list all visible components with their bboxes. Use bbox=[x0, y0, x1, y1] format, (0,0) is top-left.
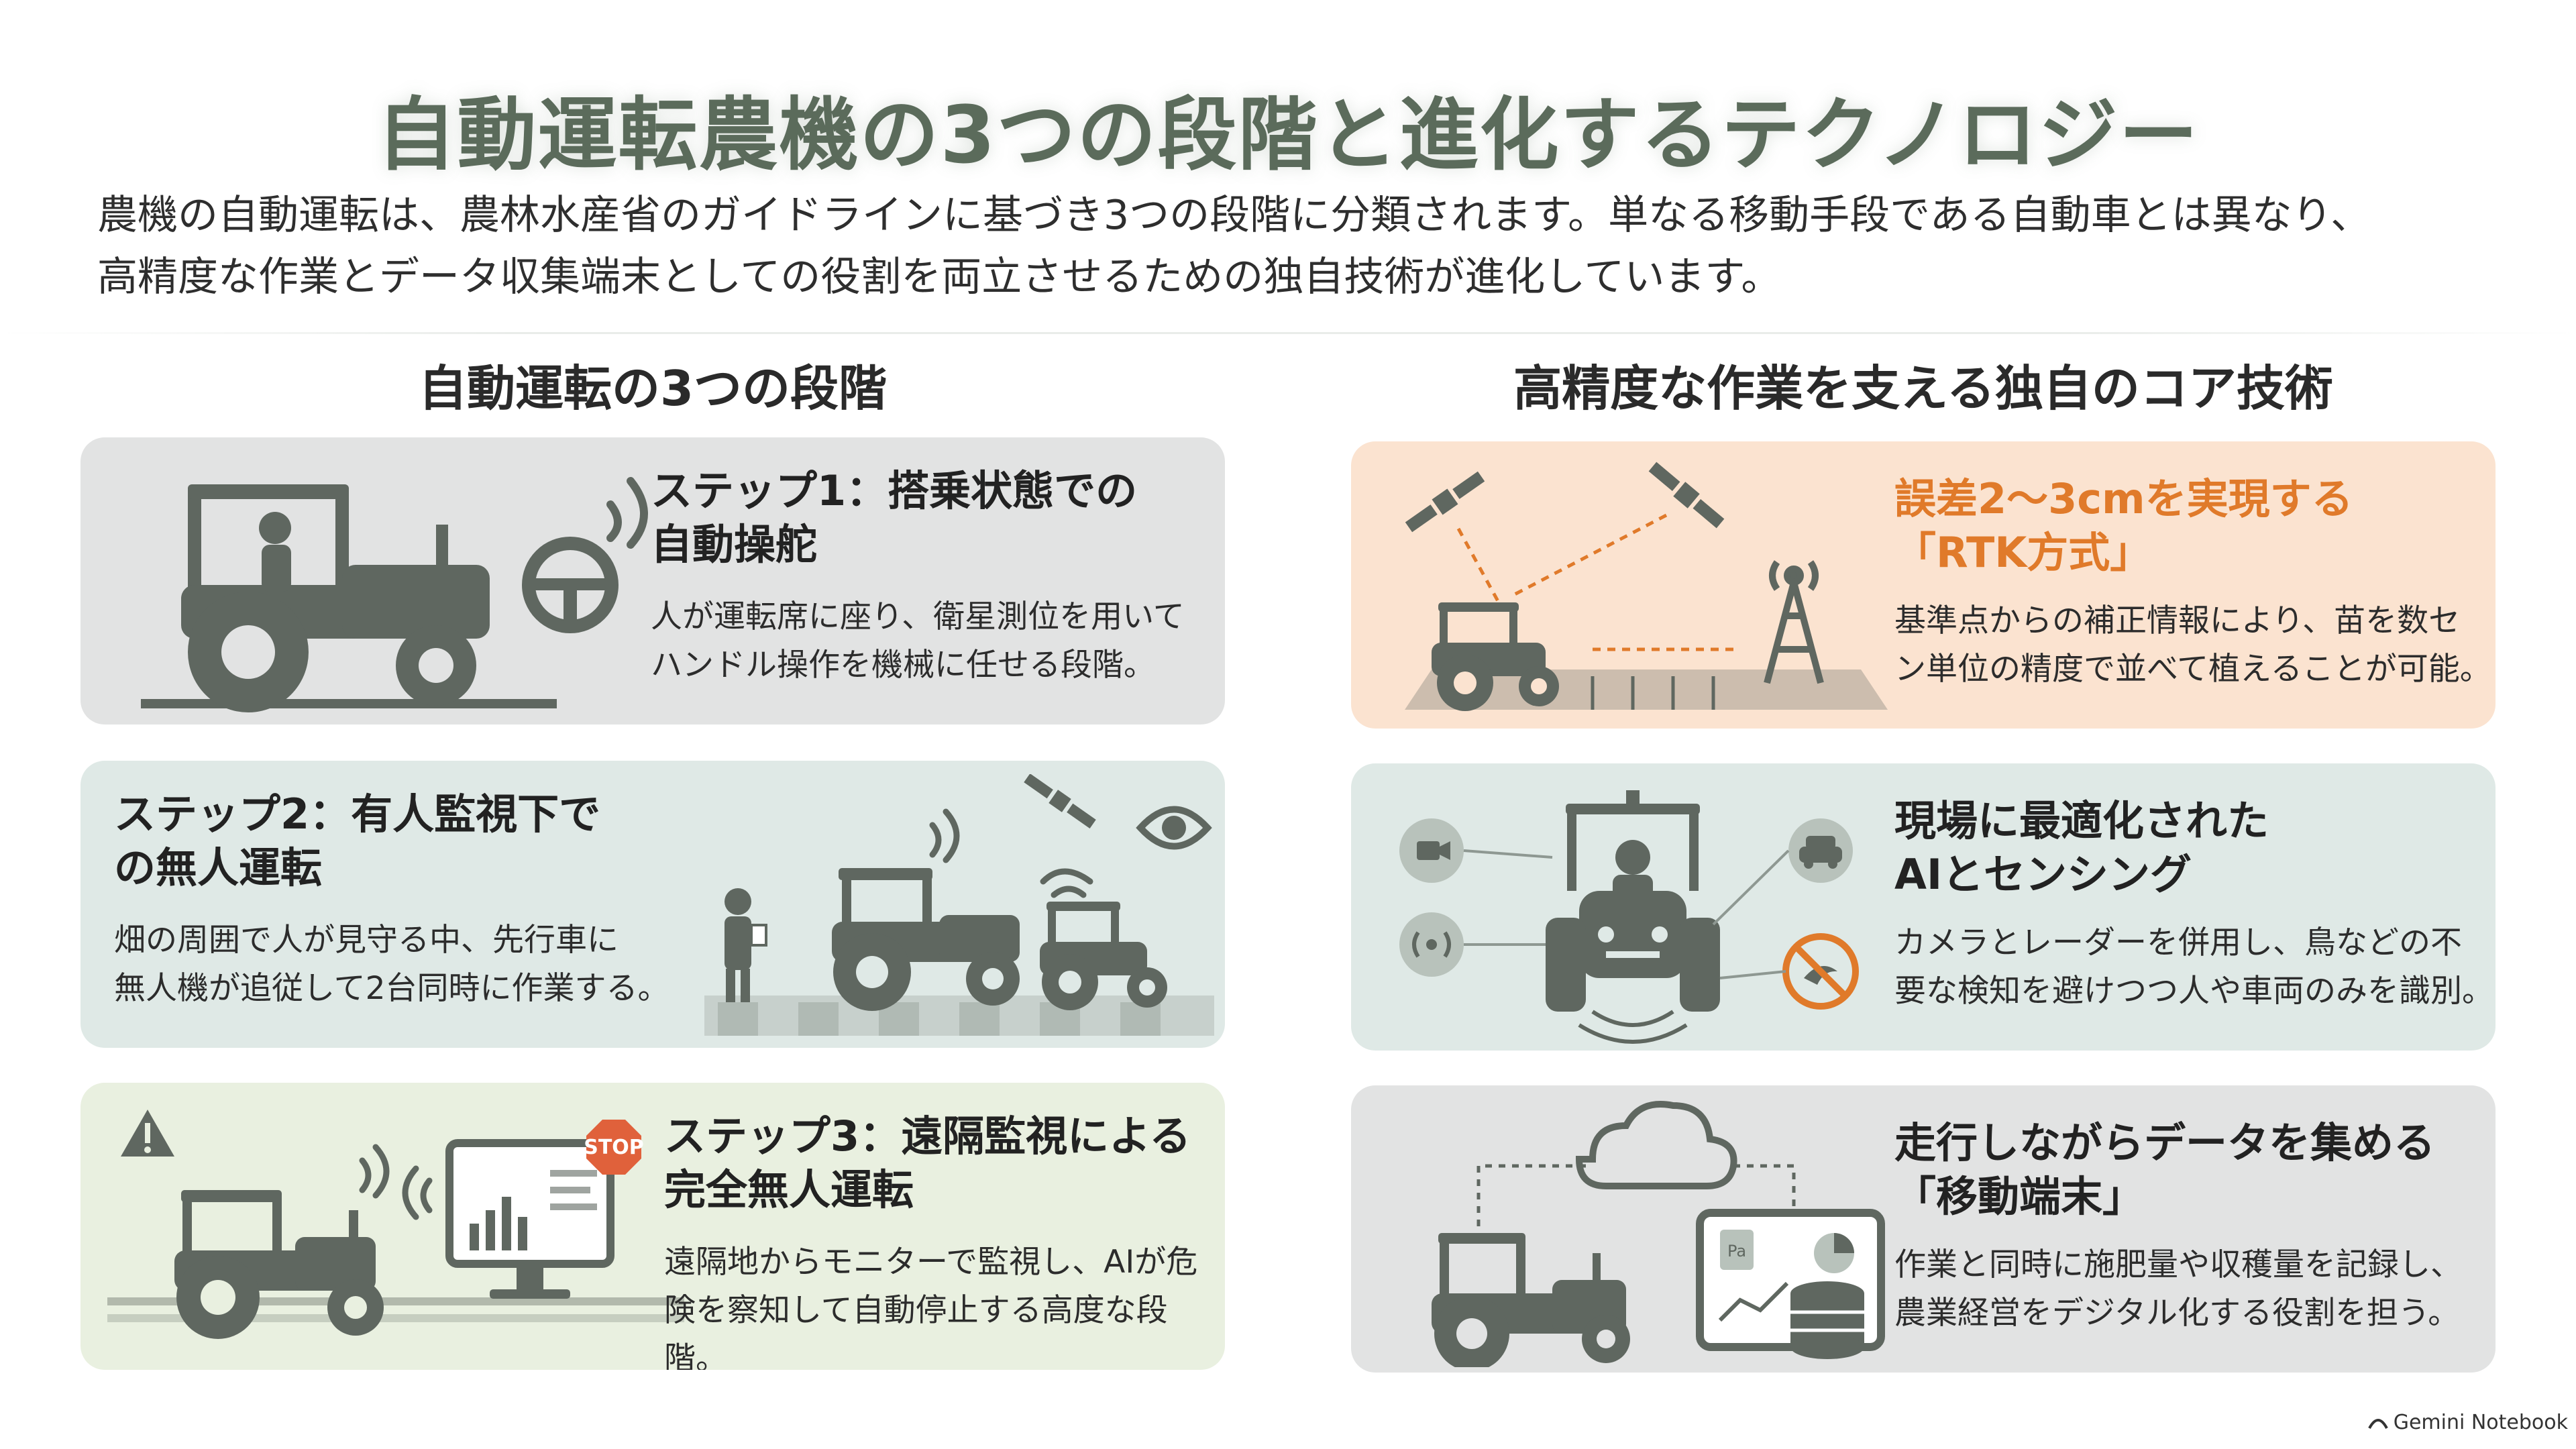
rtk-illustration bbox=[1405, 462, 1888, 711]
no-bird-icon bbox=[1782, 933, 1859, 1010]
step1-desc-line2: ハンドル操作を機械に任せる段階。 bbox=[651, 647, 1155, 684]
ai-sensing-desc-line1: カメラとレーダーを併用し、鳥などの不 bbox=[1894, 924, 2462, 961]
satellite-icon bbox=[1024, 774, 1096, 828]
precision-arrows-icon bbox=[1591, 676, 1715, 710]
step1-title: ステップ1：搭乗状態での 自動操舵 bbox=[651, 464, 1137, 572]
field-rows bbox=[704, 996, 1214, 1036]
radar-icon bbox=[1399, 912, 1464, 977]
lead-tractor-icon bbox=[832, 868, 1020, 1011]
monitor-icon bbox=[445, 1139, 614, 1299]
step3-desc-line1: 遠隔地からモニターで監視し、AIが危 bbox=[664, 1244, 1198, 1281]
satellite-icon bbox=[1405, 471, 1485, 533]
step3-title-line1: ステップ3：遠隔監視による bbox=[664, 1112, 1191, 1161]
ground-line bbox=[141, 699, 557, 708]
ai-sensing-title: 現場に最適化された AIとセンシング bbox=[1894, 794, 2269, 902]
data-collection-illustration: Pa bbox=[1432, 1101, 1885, 1367]
connector-lines bbox=[1463, 849, 1790, 979]
satellite-icon bbox=[1648, 462, 1725, 529]
tractor-front-icon bbox=[1546, 790, 1720, 1012]
tractor-icon bbox=[174, 1190, 384, 1339]
brand-logo-icon bbox=[2367, 1418, 2388, 1429]
rtk-title-line2: 「RTK方式」 bbox=[1894, 528, 2152, 577]
step2-desc-line1: 畑の周囲で人が見守る中、先行車に bbox=[114, 922, 619, 959]
step1-card: ステップ1：搭乗状態での 自動操舵 人が運転席に座り、衛星測位を用いて ハンドル… bbox=[80, 437, 1225, 724]
step2-desc-line2: 無人機が追従して2台同時に作業する。 bbox=[114, 970, 669, 1007]
signal-waves-icon bbox=[359, 1144, 433, 1220]
page-title: 自動運転農機の3つの段階と進化するテクノロジー bbox=[376, 89, 2200, 181]
mobile-terminal-title-line1: 走行しながらデータを集める bbox=[1894, 1118, 2436, 1167]
tablet-label: Pa bbox=[1727, 1242, 1746, 1260]
ai-sensing-title-line2: AIとセンシング bbox=[1894, 850, 2192, 899]
step3-title-line2: 完全無人運転 bbox=[664, 1165, 914, 1214]
signal-waves-icon bbox=[606, 477, 648, 549]
step2-title-line2: の無人運転 bbox=[114, 843, 323, 892]
step3-card: STOP ステップ3：遠隔監視による 完全無人運転 遠隔地からモニターで監視し、… bbox=[80, 1083, 1225, 1370]
mobile-terminal-title: 走行しながらデータを集める 「移動端末」 bbox=[1894, 1116, 2435, 1224]
cloud-icon bbox=[1575, 1101, 1737, 1189]
rtk-title: 誤差2〜3cmを実現する 「RTK方式」 bbox=[1894, 472, 2353, 580]
footer-brand: Gemini Notebook bbox=[2367, 1411, 2568, 1434]
rtk-description: 基準点からの補正情報により、苗を数セ ン単位の精度で並べて植えることが可能。 bbox=[1894, 597, 2491, 694]
rtk-card: 誤差2〜3cmを実現する 「RTK方式」 基準点からの補正情報により、苗を数セ … bbox=[1351, 441, 2496, 729]
rtk-desc-line2: ン単位の精度で並べて植えることが可能。 bbox=[1894, 651, 2491, 688]
step1-title-line1: ステップ1：搭乗状態での bbox=[651, 466, 1138, 515]
tractor-icon bbox=[1432, 602, 1559, 711]
person-monitoring-icon bbox=[724, 888, 767, 1002]
signal-waves-icon bbox=[929, 808, 1093, 898]
intro-text: 農機の自動運転は、農林水産省のガイドラインに基づき3つの段階に分類されます。単な… bbox=[97, 184, 2512, 308]
stop-sign-icon: STOP bbox=[584, 1120, 644, 1175]
mobile-terminal-desc-line2: 農業経営をデジタル化する役割を担う。 bbox=[1894, 1295, 2460, 1332]
step2-card: ステップ2：有人監視下で の無人運転 畑の周囲で人が見守る中、先行車に 無人機が… bbox=[80, 761, 1225, 1048]
tractor-icon bbox=[1432, 1233, 1630, 1367]
step3-title: ステップ3：遠隔監視による 完全無人運転 bbox=[664, 1110, 1191, 1217]
tractor-steering-illustration bbox=[141, 477, 648, 712]
ai-sensing-desc-line2: 要な検知を避けつつ人や車両のみを識別。 bbox=[1894, 973, 2493, 1010]
rtk-desc-line1: 基準点からの補正情報により、苗を数セ bbox=[1894, 602, 2461, 639]
steering-wheel-icon bbox=[522, 537, 619, 633]
driver-icon bbox=[259, 512, 291, 592]
step2-title-line1: ステップ2：有人監視下で bbox=[114, 790, 601, 839]
camera-icon bbox=[1399, 818, 1464, 883]
ai-sensing-title-line1: 現場に最適化された bbox=[1894, 796, 2269, 845]
mobile-terminal-title-line2: 「移動端末」 bbox=[1894, 1172, 2145, 1221]
step3-desc-line2: 険を察知して自動停止する高度な段階。 bbox=[664, 1292, 1168, 1370]
step1-description: 人が運転席に座り、衛星測位を用いて ハンドル操作を機械に任せる段階。 bbox=[651, 593, 1185, 690]
step3-description: 遠隔地からモニターで監視し、AIが危 険を察知して自動停止する高度な段階。 bbox=[664, 1238, 1225, 1370]
ai-sensing-description: カメラとレーダーを併用し、鳥などの不 要な検知を避けつつ人や車両のみを識別。 bbox=[1894, 919, 2493, 1016]
intro-line-2: 高精度な作業とデータ収集端末としての役割を両立させるための独自技術が進化していま… bbox=[97, 254, 1782, 301]
mobile-terminal-desc-line1: 作業と同時に施肥量や収穫量を記録し、 bbox=[1894, 1246, 2462, 1283]
following-tractor-icon bbox=[1040, 902, 1167, 1010]
mobile-terminal-description: 作業と同時に施肥量や収穫量を記録し、 農業経営をデジタル化する役割を担う。 bbox=[1894, 1241, 2462, 1338]
base-station-tower-icon bbox=[1764, 560, 1824, 684]
footer-brand-text: Gemini Notebook bbox=[2393, 1411, 2568, 1434]
eye-icon bbox=[1136, 806, 1212, 850]
step1-desc-line1: 人が運転席に座り、衛星測位を用いて bbox=[651, 598, 1185, 635]
correction-signal-lines bbox=[1456, 513, 1740, 651]
step2-title: ステップ2：有人監視下で の無人運転 bbox=[114, 788, 600, 895]
database-icon bbox=[1790, 1281, 1864, 1359]
rtk-title-line1: 誤差2〜3cmを実現する bbox=[1894, 474, 2353, 523]
data-link-lines bbox=[1477, 1164, 1796, 1233]
warning-icon bbox=[121, 1110, 174, 1157]
ai-sensing-illustration bbox=[1399, 790, 1859, 1044]
car-icon bbox=[1788, 818, 1853, 883]
section-divider bbox=[0, 332, 2576, 334]
stop-sign-label: STOP bbox=[584, 1136, 644, 1159]
ai-sensing-card: 現場に最適化された AIとセンシング カメラとレーダーを併用し、鳥などの不 要な… bbox=[1351, 763, 2496, 1051]
step1-title-line2: 自動操舵 bbox=[651, 520, 818, 569]
sensor-waves bbox=[1578, 1010, 1688, 1044]
right-column-heading: 高精度な作業を支える独自のコア技術 bbox=[1513, 360, 2333, 417]
mobile-terminal-card: Pa 走行しながらデータを集める 「移動端末」 作業と同時に施肥量や収穫量を記録… bbox=[1351, 1085, 2496, 1373]
unmanned-following-illustration bbox=[704, 774, 1214, 1036]
remote-monitoring-illustration: STOP bbox=[107, 1110, 684, 1339]
step2-description: 畑の周囲で人が見守る中、先行車に 無人機が追従して2台同時に作業する。 bbox=[114, 916, 669, 1013]
intro-line-1: 農機の自動運転は、農林水産省のガイドラインに基づき3つの段階に分類されます。単な… bbox=[97, 192, 2371, 239]
left-column-heading: 自動運転の3つの段階 bbox=[418, 360, 888, 417]
